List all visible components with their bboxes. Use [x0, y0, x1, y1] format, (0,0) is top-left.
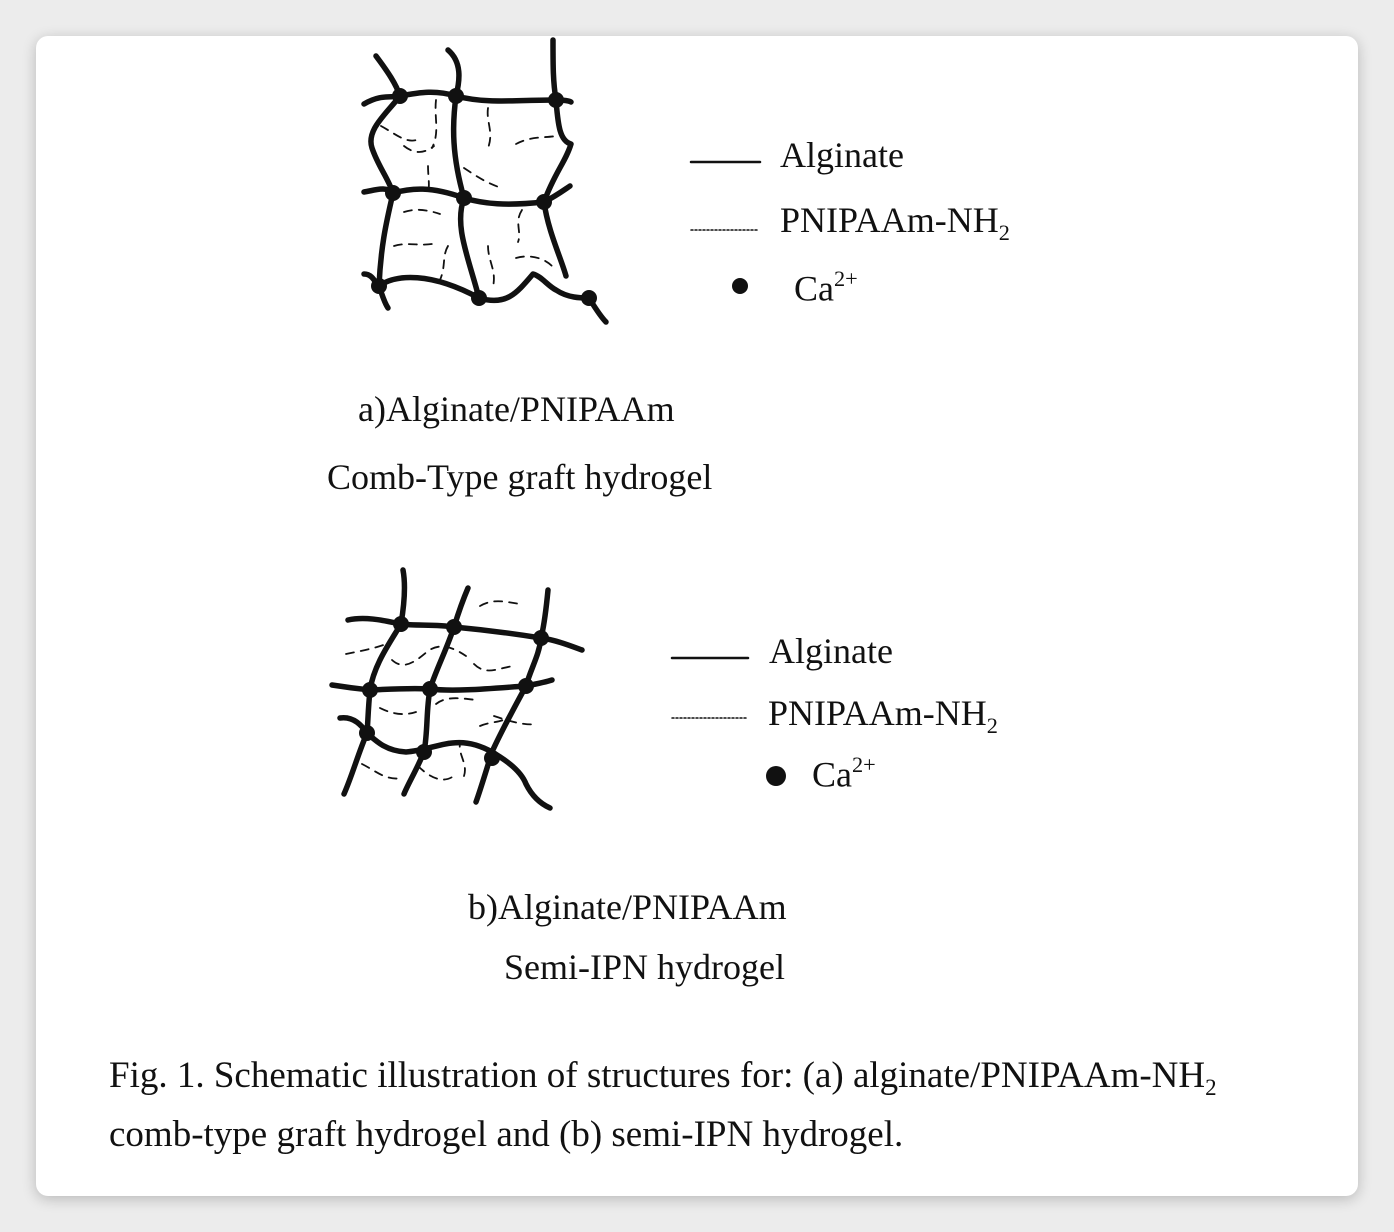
panel-a-title: a)Alginate/PNIPAAm [358, 389, 675, 429]
semi-ipn-network [329, 567, 585, 811]
panel-b-title: b)Alginate/PNIPAAm [468, 887, 787, 927]
legend-alginate-label-b: Alginate [769, 631, 893, 671]
ca-nodes-a [371, 88, 597, 306]
alginate-chains-a [361, 37, 609, 325]
legend-ca-label-b: Ca2+ [812, 752, 876, 795]
panel-b-subtitle: Semi-IPN hydrogel [504, 947, 785, 987]
pnipaam-grafts-a [380, 99, 557, 291]
figure-caption-line-1: Fig. 1. Schematic illustration of struct… [109, 1055, 1217, 1101]
pnipaam-chains-b [345, 600, 537, 781]
panel-a-subtitle: Comb-Type graft hydrogel [327, 457, 713, 497]
legend-ca-dot-b [766, 766, 786, 786]
ca-nodes-b [359, 616, 549, 766]
comb-type-network [361, 37, 609, 325]
legend-alginate-label-a: Alginate [780, 135, 904, 175]
legend-ca-dot-a [732, 278, 748, 294]
figure-caption: Fig. 1. Schematic illustration of struct… [109, 1052, 1217, 1158]
figure-card: Alginate PNIPAAm-NH2 Ca2+ a)Alginate/PNI… [36, 36, 1358, 1196]
schematic-drawings [329, 37, 786, 811]
figure-caption-line-2: comb-type graft hydrogel and (b) semi-IP… [109, 1114, 904, 1156]
legend-pnipaam-label-a: PNIPAAm-NH2 [780, 200, 1010, 245]
legend-pnipaam-label-b: PNIPAAm-NH2 [768, 693, 998, 738]
legend-ca-label-a: Ca2+ [794, 266, 858, 309]
